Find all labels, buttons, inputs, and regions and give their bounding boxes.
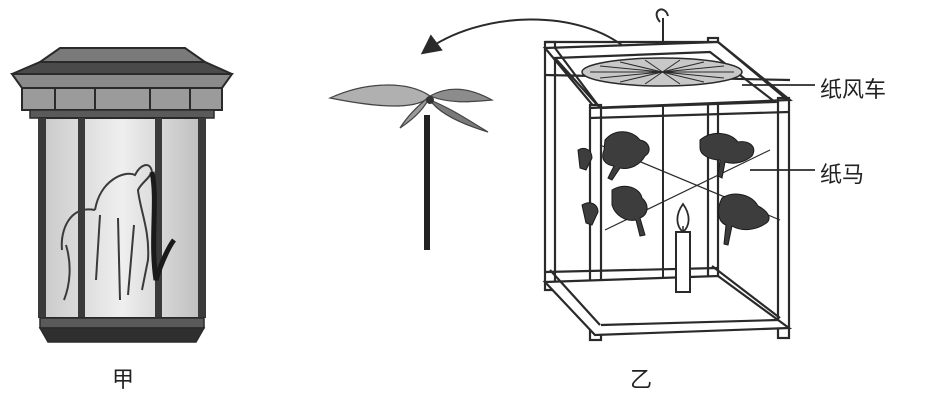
caption-b: 乙 [630,362,652,394]
caption-a: 甲 [112,362,134,394]
lantern-illustration [12,48,232,342]
candle-icon [676,204,690,292]
pinwheel-icon [582,58,742,86]
paper-horse-label: 纸马 [820,157,864,189]
paper-horse-icon [578,132,769,245]
pinwheel-vane-illustration [330,85,492,250]
pinwheel-label: 纸风车 [820,72,886,104]
